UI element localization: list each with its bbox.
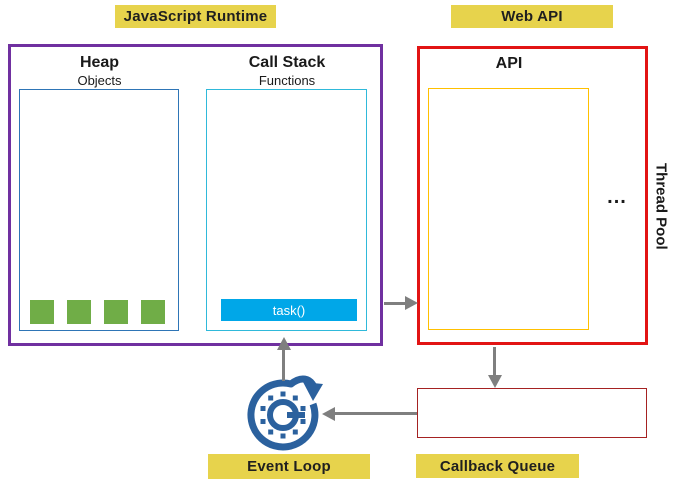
badge-javascript-runtime: JavaScript Runtime (115, 5, 276, 28)
heap-title: Heap (79, 54, 120, 71)
arrow-webapi-to-callback-line (493, 347, 496, 375)
api-title: API (495, 55, 523, 72)
api-inner-box (428, 88, 589, 330)
arrow-stack-to-webapi-head (405, 296, 418, 310)
arrow-callback-to-eventloop-head (322, 407, 335, 421)
heap-subtitle: Objects (77, 73, 122, 88)
call-stack-title: Call Stack (248, 54, 326, 71)
heap-objects-row (30, 300, 165, 324)
heap-object-square (67, 300, 91, 324)
arrow-stack-to-webapi-line (384, 302, 405, 305)
thread-pool-ellipsis: ... (607, 186, 627, 208)
badge-callback-queue: Callback Queue (416, 454, 579, 478)
arrow-callback-to-eventloop-line (335, 412, 417, 415)
arrow-eventloop-to-stack-line (282, 350, 285, 381)
badge-web-api: Web API (451, 5, 613, 28)
badge-event-loop: Event Loop (208, 454, 370, 479)
heap-box (19, 89, 179, 331)
thread-pool-label: Thread Pool (652, 162, 670, 250)
heap-object-square (141, 300, 165, 324)
arrow-webapi-to-callback-head (488, 375, 502, 388)
heap-object-square (30, 300, 54, 324)
arrow-eventloop-to-stack-head (277, 337, 291, 350)
event-loop-arrowhead (303, 382, 323, 401)
heap-object-square (104, 300, 128, 324)
callback-queue-box (417, 388, 647, 438)
call-stack-box (206, 89, 367, 331)
stack-frame-task: task() (221, 299, 357, 321)
call-stack-subtitle: Functions (258, 73, 316, 88)
event-loop-icon (247, 375, 323, 451)
